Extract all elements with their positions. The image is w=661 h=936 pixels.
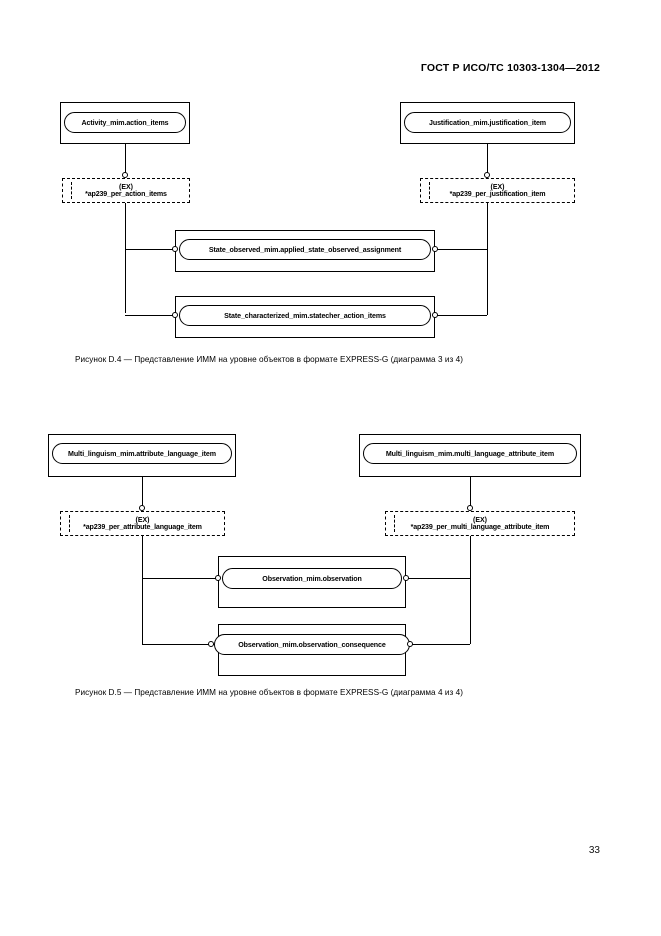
ex-name-label: *ap239_per_multi_language_attribute_item xyxy=(410,522,550,531)
connector-ring-obs1-left xyxy=(215,575,221,581)
connector-left-drop-2 xyxy=(142,477,143,510)
entity-observation-mim-observation[interactable]: Observation_mim.observation xyxy=(222,568,402,589)
ex-box-tab xyxy=(389,515,395,532)
connector-ring-entity2-left xyxy=(172,312,178,318)
standard-header: ГОСТ Р ИСО/ТС 10303-1304—2012 xyxy=(420,62,600,74)
connector-right-to-obs1 xyxy=(406,578,470,579)
figure-caption-d5: Рисунок D.5 — Представление ИММ на уровн… xyxy=(75,688,464,697)
connector-left-bus-2 xyxy=(142,536,143,644)
connector-left-drop xyxy=(125,144,126,177)
connector-ring-right xyxy=(484,172,490,178)
entity-justification-mim-justification-item[interactable]: Justification_mim.justification_item xyxy=(404,112,571,133)
connector-right-drop xyxy=(487,144,488,177)
connector-right-bus xyxy=(487,203,488,315)
connector-left-bus xyxy=(125,203,126,313)
entity-multi-linguism-multi-language-attribute-item[interactable]: Multi_linguism_mim.multi_language_attrib… xyxy=(363,443,577,464)
connector-ring-obs2-left xyxy=(208,641,214,647)
ex-name-label: *ap239_per_justification_item xyxy=(449,189,546,198)
ex-box-ap239-per-justification-item[interactable]: (EX) *ap239_per_justification_item xyxy=(420,178,575,203)
connector-ring-right-2 xyxy=(467,505,473,511)
connector-left-to-obs1 xyxy=(142,578,218,579)
ex-box-tab xyxy=(64,515,70,532)
ex-box-ap239-per-action-items[interactable]: (EX) *ap239_per_action_items xyxy=(62,178,190,203)
ex-tag-label: (EX) xyxy=(490,183,505,191)
entity-observation-mim-observation-consequence[interactable]: Observation_mim.observation_consequence xyxy=(214,634,410,655)
entity-multi-linguism-attribute-language-item[interactable]: Multi_linguism_mim.attribute_language_it… xyxy=(52,443,232,464)
connector-right-drop-2 xyxy=(470,477,471,510)
connector-ring-entity2-right xyxy=(432,312,438,318)
connector-left-to-entity1 xyxy=(125,249,175,250)
connector-left-to-entity2 xyxy=(125,315,175,316)
ex-tag-label: (EX) xyxy=(473,516,487,524)
ex-box-tab xyxy=(66,182,72,199)
connector-ring-obs1-right xyxy=(403,575,409,581)
page-number: 33 xyxy=(588,845,600,856)
ex-name-label: *ap239_per_attribute_language_item xyxy=(83,522,202,531)
ex-box-ap239-per-multi-language-attribute-item[interactable]: (EX) *ap239_per_multi_language_attribute… xyxy=(385,511,575,536)
ex-tag-label: (EX) xyxy=(119,183,133,191)
connector-ring-left-2 xyxy=(139,505,145,511)
ex-box-ap239-per-attribute-language-item[interactable]: (EX) *ap239_per_attribute_language_item xyxy=(60,511,225,536)
connector-right-to-entity1 xyxy=(437,249,487,250)
ex-tag-label: (EX) xyxy=(135,516,150,524)
connector-ring-obs2-right xyxy=(407,641,413,647)
connector-ring-entity1-right xyxy=(432,246,438,252)
connector-right-to-obs2 xyxy=(410,644,470,645)
entity-state-observed-mim-applied-assignment[interactable]: State_observed_mim.applied_state_observe… xyxy=(179,239,431,260)
connector-ring-left xyxy=(122,172,128,178)
connector-ring-entity1-left xyxy=(172,246,178,252)
figure-caption-d4: Рисунок D.4 — Представление ИММ на уровн… xyxy=(75,355,464,364)
connector-right-to-entity2 xyxy=(437,315,487,316)
ex-box-tab xyxy=(424,182,430,199)
entity-state-characterized-mim-statecher-action-items[interactable]: State_characterized_mim.statecher_action… xyxy=(179,305,431,326)
ex-name-label: *ap239_per_action_items xyxy=(85,189,167,198)
connector-left-to-obs2 xyxy=(142,644,214,645)
express-g-diagram-3: Activity_mim.action_items Justification_… xyxy=(0,0,661,364)
entity-activity-mim-action-items[interactable]: Activity_mim.action_items xyxy=(64,112,186,133)
connector-right-bus-2 xyxy=(470,536,471,644)
express-g-diagram-4: Multi_linguism_mim.attribute_language_it… xyxy=(48,434,581,697)
